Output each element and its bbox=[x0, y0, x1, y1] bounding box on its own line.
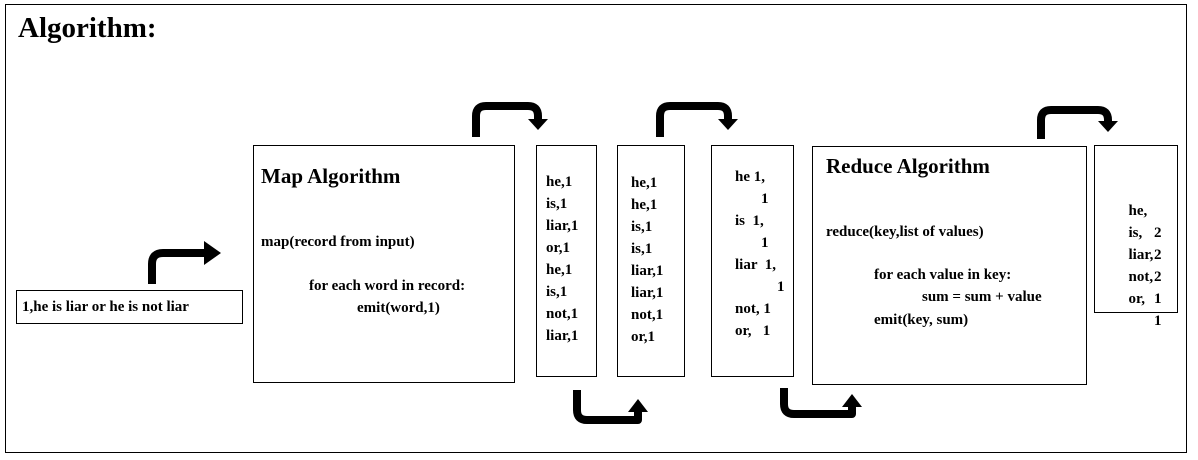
list-item: 1 bbox=[777, 279, 785, 295]
final-output-list: he, 2 is, 2 liar, 2 not, 1 or, 1 bbox=[1106, 178, 1167, 329]
arrow-sorted-to-grouped bbox=[656, 102, 732, 137]
list-item: he,1 bbox=[631, 175, 658, 191]
map-algorithm-box: Map Algorithm map(record from input) for… bbox=[253, 145, 515, 383]
final-key: is, bbox=[1128, 225, 1143, 241]
arrowhead bbox=[842, 394, 862, 407]
arrowhead bbox=[1098, 121, 1118, 132]
reduce-line-signature: reduce(key,list of values) bbox=[826, 224, 984, 240]
list-item: liar 1, bbox=[735, 257, 776, 273]
map-output-list: he,1 is,1 liar,1 or,1 he,1 is,1 not,1 li… bbox=[546, 171, 596, 347]
final-key: he, bbox=[1128, 203, 1148, 219]
list-item: he,1 bbox=[546, 174, 573, 190]
map-line-emit: emit(word,1) bbox=[357, 300, 440, 316]
list-item: or,1 bbox=[631, 329, 656, 345]
input-record-box: 1,he is liar or he is not liar bbox=[16, 290, 243, 324]
map-output-box: he,1 is,1 liar,1 or,1 he,1 is,1 not,1 li… bbox=[536, 145, 597, 377]
arrow-map-to-mapout bbox=[472, 102, 542, 137]
reduce-algorithm-heading: Reduce Algorithm bbox=[826, 154, 990, 178]
map-line-loop: for each word in record: bbox=[309, 278, 466, 294]
reduce-algorithm-box: Reduce Algorithm reduce(key,list of valu… bbox=[812, 146, 1087, 385]
list-item: is,1 bbox=[631, 219, 653, 235]
list-item: he 1, bbox=[735, 169, 765, 185]
final-count: 1 bbox=[1154, 313, 1162, 329]
sorted-output-list: he,1 he,1 is,1 is,1 liar,1 liar,1 not,1 … bbox=[631, 172, 684, 348]
arrowhead bbox=[528, 119, 548, 130]
arrow-input-to-map bbox=[148, 249, 205, 284]
arrow-reduce-to-final bbox=[1037, 106, 1112, 139]
final-key: liar, bbox=[1128, 247, 1154, 263]
list-item: or, 1 bbox=[1106, 266, 1167, 329]
list-item: is,1 bbox=[631, 241, 653, 257]
list-item: liar, 2 bbox=[1106, 222, 1167, 285]
final-key: or, bbox=[1128, 291, 1146, 307]
list-item: or, 1 bbox=[735, 323, 771, 339]
grouped-output-list: he 1, 1 is 1, 1 liar 1, 1 not, 1 or, 1 bbox=[735, 166, 793, 342]
list-item: 1 bbox=[761, 235, 769, 251]
list-item: liar,1 bbox=[631, 285, 664, 301]
arrowhead bbox=[204, 241, 221, 265]
diagram-frame bbox=[5, 4, 1187, 453]
list-item: not,1 bbox=[546, 306, 579, 322]
list-item: is,1 bbox=[546, 196, 568, 212]
list-item: not, 1 bbox=[1106, 244, 1167, 307]
list-item: he, 2 bbox=[1106, 178, 1167, 241]
list-item: he,1 bbox=[546, 262, 573, 278]
diagram-title: Algorithm: bbox=[18, 12, 157, 44]
arrowhead bbox=[718, 119, 738, 130]
final-count: 1 bbox=[1154, 291, 1162, 307]
final-count: 2 bbox=[1154, 247, 1162, 263]
list-item: is, 2 bbox=[1106, 200, 1167, 263]
final-count: 2 bbox=[1154, 269, 1162, 285]
list-item: or,1 bbox=[546, 240, 571, 256]
list-item: is,1 bbox=[546, 284, 568, 300]
final-output-box: he, 2 is, 2 liar, 2 not, 1 or, 1 bbox=[1094, 145, 1178, 329]
list-item: liar,1 bbox=[546, 218, 579, 234]
input-record-text: 1,he is liar or he is not liar bbox=[22, 299, 189, 315]
list-item: is 1, bbox=[735, 213, 764, 229]
list-item: not, 1 bbox=[735, 301, 771, 317]
final-key: not, bbox=[1128, 269, 1154, 285]
sorted-output-box: he,1 he,1 is,1 is,1 liar,1 liar,1 not,1 … bbox=[617, 145, 685, 377]
final-count: 2 bbox=[1154, 225, 1162, 241]
map-algorithm-heading: Map Algorithm bbox=[261, 164, 401, 188]
arrowhead bbox=[628, 399, 648, 412]
reduce-line-loop: for each value in key: bbox=[874, 267, 1012, 283]
list-item: liar,1 bbox=[631, 263, 664, 279]
reduce-line-emit: emit(key, sum) bbox=[874, 312, 969, 328]
arrow-mapout-to-sorted bbox=[573, 390, 642, 424]
arrow-grouped-to-reduce bbox=[780, 388, 856, 418]
reduce-line-sum: sum = sum + value bbox=[922, 289, 1042, 305]
grouped-output-box: he 1, 1 is 1, 1 liar 1, 1 not, 1 or, 1 bbox=[711, 145, 794, 377]
list-item: 1 bbox=[761, 191, 769, 207]
list-item: liar,1 bbox=[546, 328, 579, 344]
list-item: not,1 bbox=[631, 307, 664, 323]
list-item: he,1 bbox=[631, 197, 658, 213]
map-line-signature: map(record from input) bbox=[261, 234, 415, 250]
